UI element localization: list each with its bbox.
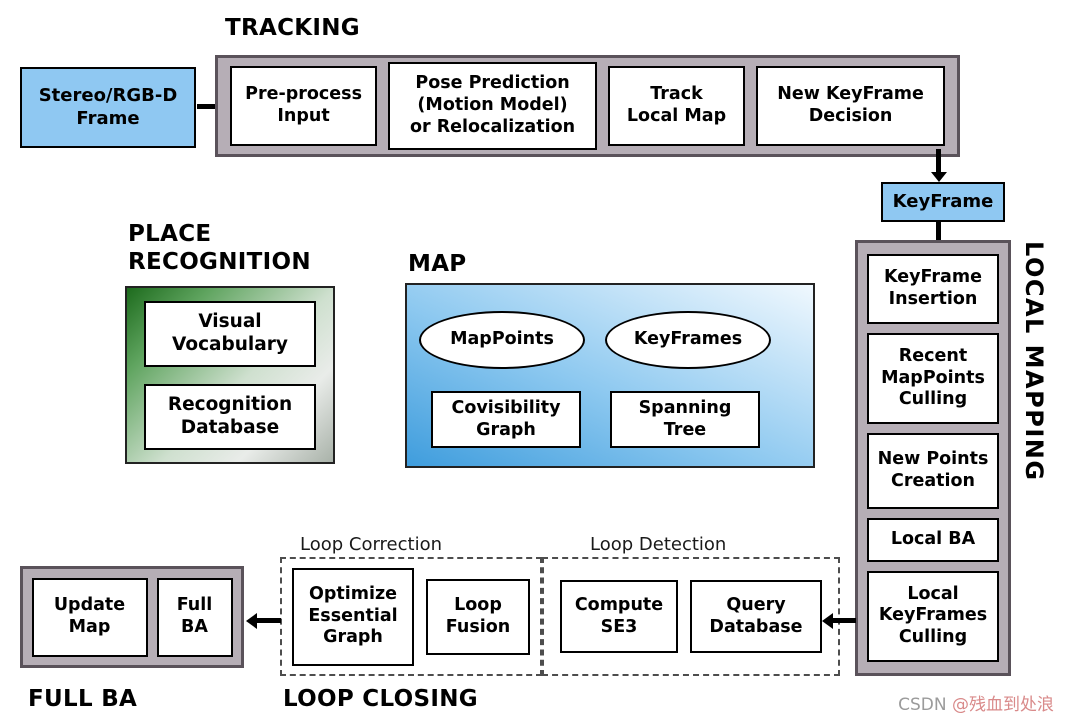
arrow-local-mapping-to-query-database: [833, 618, 856, 623]
loop-detection-container: Compute SE3 Query Database: [542, 557, 840, 676]
loop-correction-container: Optimize Essential Graph Loop Fusion: [280, 557, 542, 676]
loop-fusion-box: Loop Fusion: [426, 578, 530, 655]
loop-correction-label: Loop Correction: [300, 534, 443, 555]
keyframe-insertion-box: KeyFrame Insertion: [867, 254, 999, 324]
new-points-creation-box: New Points Creation: [867, 433, 999, 509]
compute-se3-box: Compute SE3: [560, 580, 678, 653]
map-title: MAP: [408, 251, 467, 277]
arrow-loop-correction-to-full-ba: [257, 618, 281, 623]
optimize-essential-graph-box: Optimize Essential Graph: [292, 567, 414, 666]
place-recognition-container: Visual Vocabulary Recognition Database: [125, 286, 335, 464]
local-ba-box: Local BA: [867, 517, 999, 562]
stereo-rgbd-frame-box: Stereo/RGB-D Frame: [20, 67, 196, 148]
arrow-keyframe-to-local-mapping: [936, 222, 941, 241]
local-mapping-title: LOCAL MAPPING: [1020, 241, 1048, 482]
full-ba-title: FULL BA: [28, 686, 138, 712]
keyframe-box: KeyFrame: [881, 182, 1005, 222]
local-mapping-container: KeyFrame Insertion Recent MapPoints Cull…: [855, 240, 1011, 676]
new-keyframe-decision-box: New KeyFrame Decision: [756, 66, 945, 146]
recognition-database-box: Recognition Database: [144, 383, 316, 450]
watermark-brand: CSDN: [898, 695, 952, 715]
keyframes-ellipse: KeyFrames: [605, 311, 771, 369]
arrow-frame-to-tracking: [197, 104, 218, 109]
local-keyframes-culling-box: Local KeyFrames Culling: [867, 570, 999, 662]
watermark: CSDN @残血到处浪: [898, 690, 1054, 715]
loop-detection-label: Loop Detection: [590, 534, 727, 555]
tracking-container: Pre-process Input Pose Prediction (Motio…: [215, 55, 960, 157]
mappoints-ellipse: MapPoints: [419, 311, 585, 369]
spanning-tree-box: Spanning Tree: [610, 391, 760, 448]
preprocess-input-box: Pre-process Input: [230, 66, 378, 146]
query-database-box: Query Database: [690, 580, 822, 653]
full-ba-box: Full BA: [156, 577, 233, 657]
arrow-decision-to-keyframe: [936, 149, 941, 172]
update-map-box: Update Map: [31, 577, 148, 657]
tracking-title: TRACKING: [225, 15, 360, 41]
pose-prediction-box: Pose Prediction (Motion Model) or Reloca…: [388, 62, 597, 150]
loop-closing-title: LOOP CLOSING: [283, 686, 478, 712]
visual-vocabulary-box: Visual Vocabulary: [144, 300, 316, 367]
place-recognition-title: PLACE RECOGNITION: [128, 221, 311, 276]
watermark-handle: @残血到处浪: [952, 695, 1054, 715]
track-local-map-box: Track Local Map: [607, 66, 746, 146]
full-ba-container: Update Map Full BA: [20, 566, 244, 668]
map-container: MapPoints KeyFrames Covisibility Graph S…: [405, 283, 815, 468]
recent-mappoints-culling-box: Recent MapPoints Culling: [867, 332, 999, 425]
covisibility-graph-box: Covisibility Graph: [431, 391, 581, 448]
